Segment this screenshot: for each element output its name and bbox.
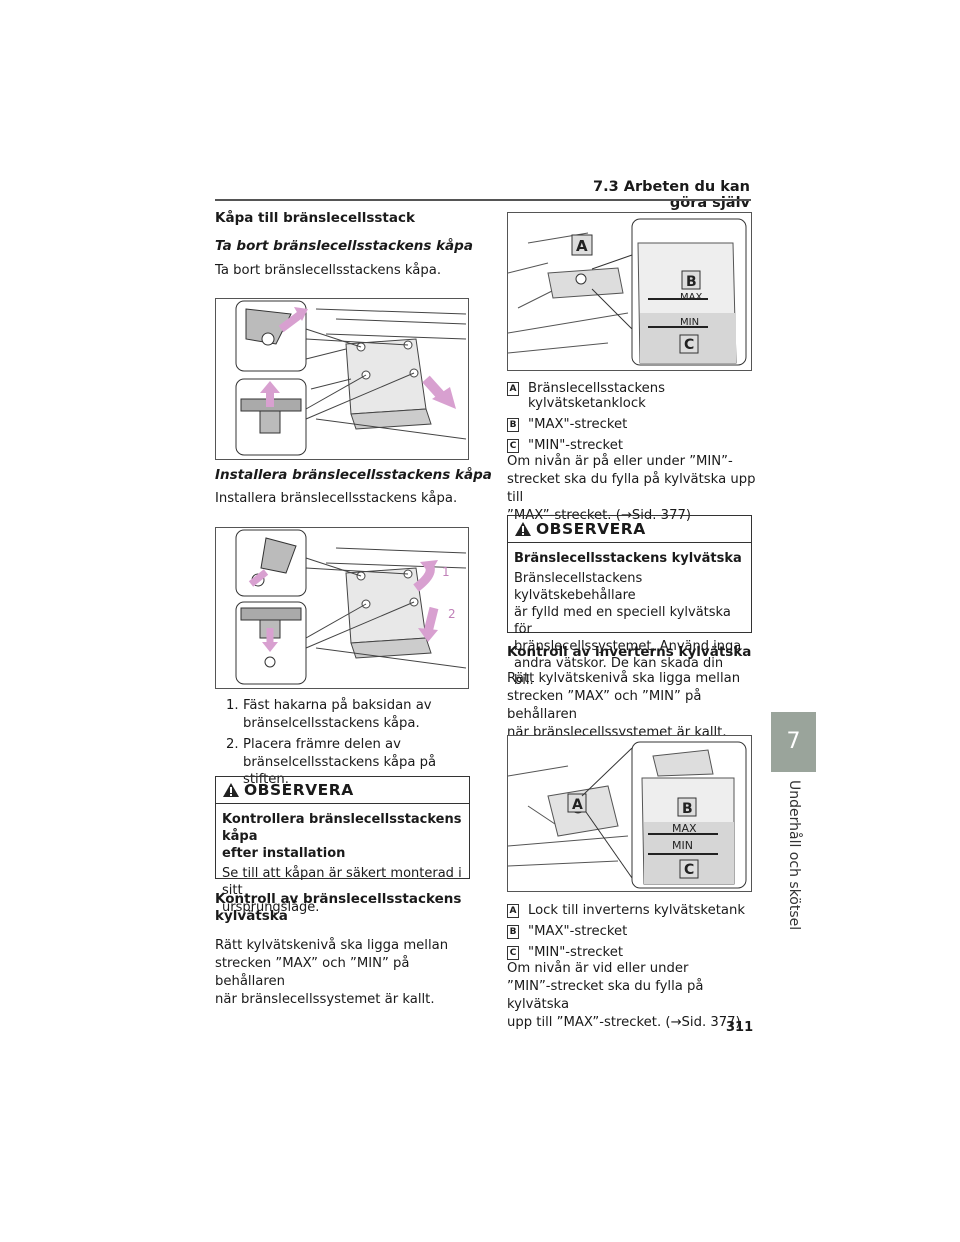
figure-label-2: 2 bbox=[448, 607, 456, 621]
install-text: Installera bränslecellsstackens kåpa. bbox=[215, 491, 458, 506]
coolant-text-2: strecken ”MAX” och ”MIN” på behållaren bbox=[215, 956, 410, 989]
notice-text-cont: ursprungsläge. bbox=[222, 900, 320, 915]
warning-icon bbox=[223, 783, 239, 797]
legend2-para-2: ”MIN”-strecket ska du fylla på kylvätska bbox=[507, 979, 704, 1012]
step-2: 2.Placera främre delen av bbox=[226, 737, 401, 752]
notice-subtitle: Kontrollera bränslecellsstackens kåpa bbox=[222, 812, 462, 844]
inverter-section: Kontroll av inverterns kylvätska Rätt ky… bbox=[507, 644, 757, 742]
step-2-cont: bränselcellsstackens kåpa på stiften. bbox=[243, 754, 437, 788]
figure2-label-b: B bbox=[682, 801, 693, 817]
inverter-text-1: Rätt kylvätskenivå ska ligga mellan bbox=[507, 671, 741, 686]
notice-subtitle: Bränslecellsstackens kylvätska bbox=[514, 551, 742, 566]
notice-text-3: bränslecellssystemet. Använd inga bbox=[514, 639, 742, 654]
notice-title: OBSERVERA bbox=[244, 781, 354, 799]
legend-c: C"MIN"-strecket bbox=[507, 438, 757, 453]
legend-b: B"MAX"-strecket bbox=[507, 417, 757, 432]
legend-para-1: Om nivån är på eller under ”MIN”- bbox=[507, 454, 733, 469]
step-1: 1.Fäst hakarna på baksidan av bbox=[226, 698, 432, 713]
figure2-min: MIN bbox=[672, 839, 693, 852]
coolant-title-cont: kylvätska bbox=[215, 908, 288, 924]
warning-icon bbox=[515, 522, 531, 536]
coolant-section: Kontroll av bränslecellsstackens kylväts… bbox=[215, 891, 475, 1009]
figure1-max: MAX bbox=[680, 292, 702, 303]
figure2-max: MAX bbox=[672, 822, 697, 835]
chapter-tab[interactable]: 7 bbox=[771, 712, 816, 772]
notice-title: OBSERVERA bbox=[536, 520, 646, 538]
header-rule bbox=[215, 199, 751, 201]
stack-coolant-illustration: A B MAX MIN C bbox=[508, 218, 747, 366]
notice-box-right: OBSERVERA Bränslecellsstackens kylvätska… bbox=[507, 515, 752, 688]
step-1-cont: bränselcellsstackens kåpa. bbox=[243, 715, 420, 731]
figure1-label-b: B bbox=[686, 274, 697, 290]
figure-inverter-coolant-tank: A B MAX MIN C bbox=[507, 735, 752, 892]
chapter-tab-title: Underhåll och skötsel bbox=[785, 780, 802, 931]
figure-stack-coolant-tank: A B MAX MIN C bbox=[507, 212, 752, 371]
remove-title: Ta bort bränslecellsstackens kåpa bbox=[215, 238, 473, 254]
figure-install-cover: 1 2 bbox=[215, 527, 469, 689]
figure1-label-a: A bbox=[576, 237, 588, 255]
legend2-para-1: Om nivån är vid eller under bbox=[507, 961, 689, 976]
inverter-title: Kontroll av inverterns kylvätska bbox=[507, 644, 752, 660]
notice-subtitle-cont: efter installation bbox=[222, 846, 346, 861]
figure2-label-c: C bbox=[684, 862, 694, 878]
legend2-c: C"MIN"-strecket bbox=[507, 945, 757, 960]
remove-cover-illustration bbox=[235, 300, 467, 456]
figure1-label-c: C bbox=[684, 337, 694, 353]
figure-label-1: 1 bbox=[442, 565, 450, 579]
section-title: Kåpa till bränslecellsstack bbox=[215, 210, 415, 226]
notice-box-left: OBSERVERA Kontrollera bränslecellsstacke… bbox=[215, 776, 470, 915]
coolant-title: Kontroll av bränslecellsstackens bbox=[215, 891, 462, 907]
figure-remove-cover bbox=[215, 298, 469, 460]
coolant-text-3: när bränslecellssystemet är kallt. bbox=[215, 992, 435, 1007]
install-cover-illustration: 1 2 bbox=[235, 529, 467, 685]
figure1-min: MIN bbox=[680, 317, 699, 328]
notice-text: Se till att kåpan är säkert monterad i s… bbox=[222, 866, 462, 898]
install-title: Installera bränslecellsstackens kåpa bbox=[215, 467, 492, 483]
remove-text: Ta bort bränslecellsstackens kåpa. bbox=[215, 263, 442, 278]
notice-text-4: andra vätskor. De kan skada din bil. bbox=[514, 656, 724, 688]
legend2-para-3: upp till ”MAX”-strecket. (→Sid. 377) bbox=[507, 1015, 741, 1030]
legend2-b: B"MAX"-strecket bbox=[507, 924, 757, 939]
legend-para-2: strecket ska du fylla på kylvätska upp t… bbox=[507, 472, 756, 505]
coolant-text-1: Rätt kylvätskenivå ska ligga mellan bbox=[215, 938, 449, 953]
notice-text-1: Bränslecellstackens kylvätskebehållare bbox=[514, 571, 643, 603]
inverter-text-2: strecken ”MAX” och ”MIN” på behållaren bbox=[507, 689, 702, 722]
figure2-label-a: A bbox=[572, 797, 583, 813]
notice-text-2: är fylld med en speciell kylvätska för bbox=[514, 605, 731, 637]
inverter-coolant-illustration: A B MAX MIN C bbox=[508, 741, 747, 889]
page-number: 311 bbox=[726, 1020, 754, 1035]
section-header: 7.3 Arbeten du kan göra själv bbox=[593, 179, 750, 211]
install-steps: 1.Fäst hakarna på baksidan av bränselcel… bbox=[226, 697, 471, 789]
